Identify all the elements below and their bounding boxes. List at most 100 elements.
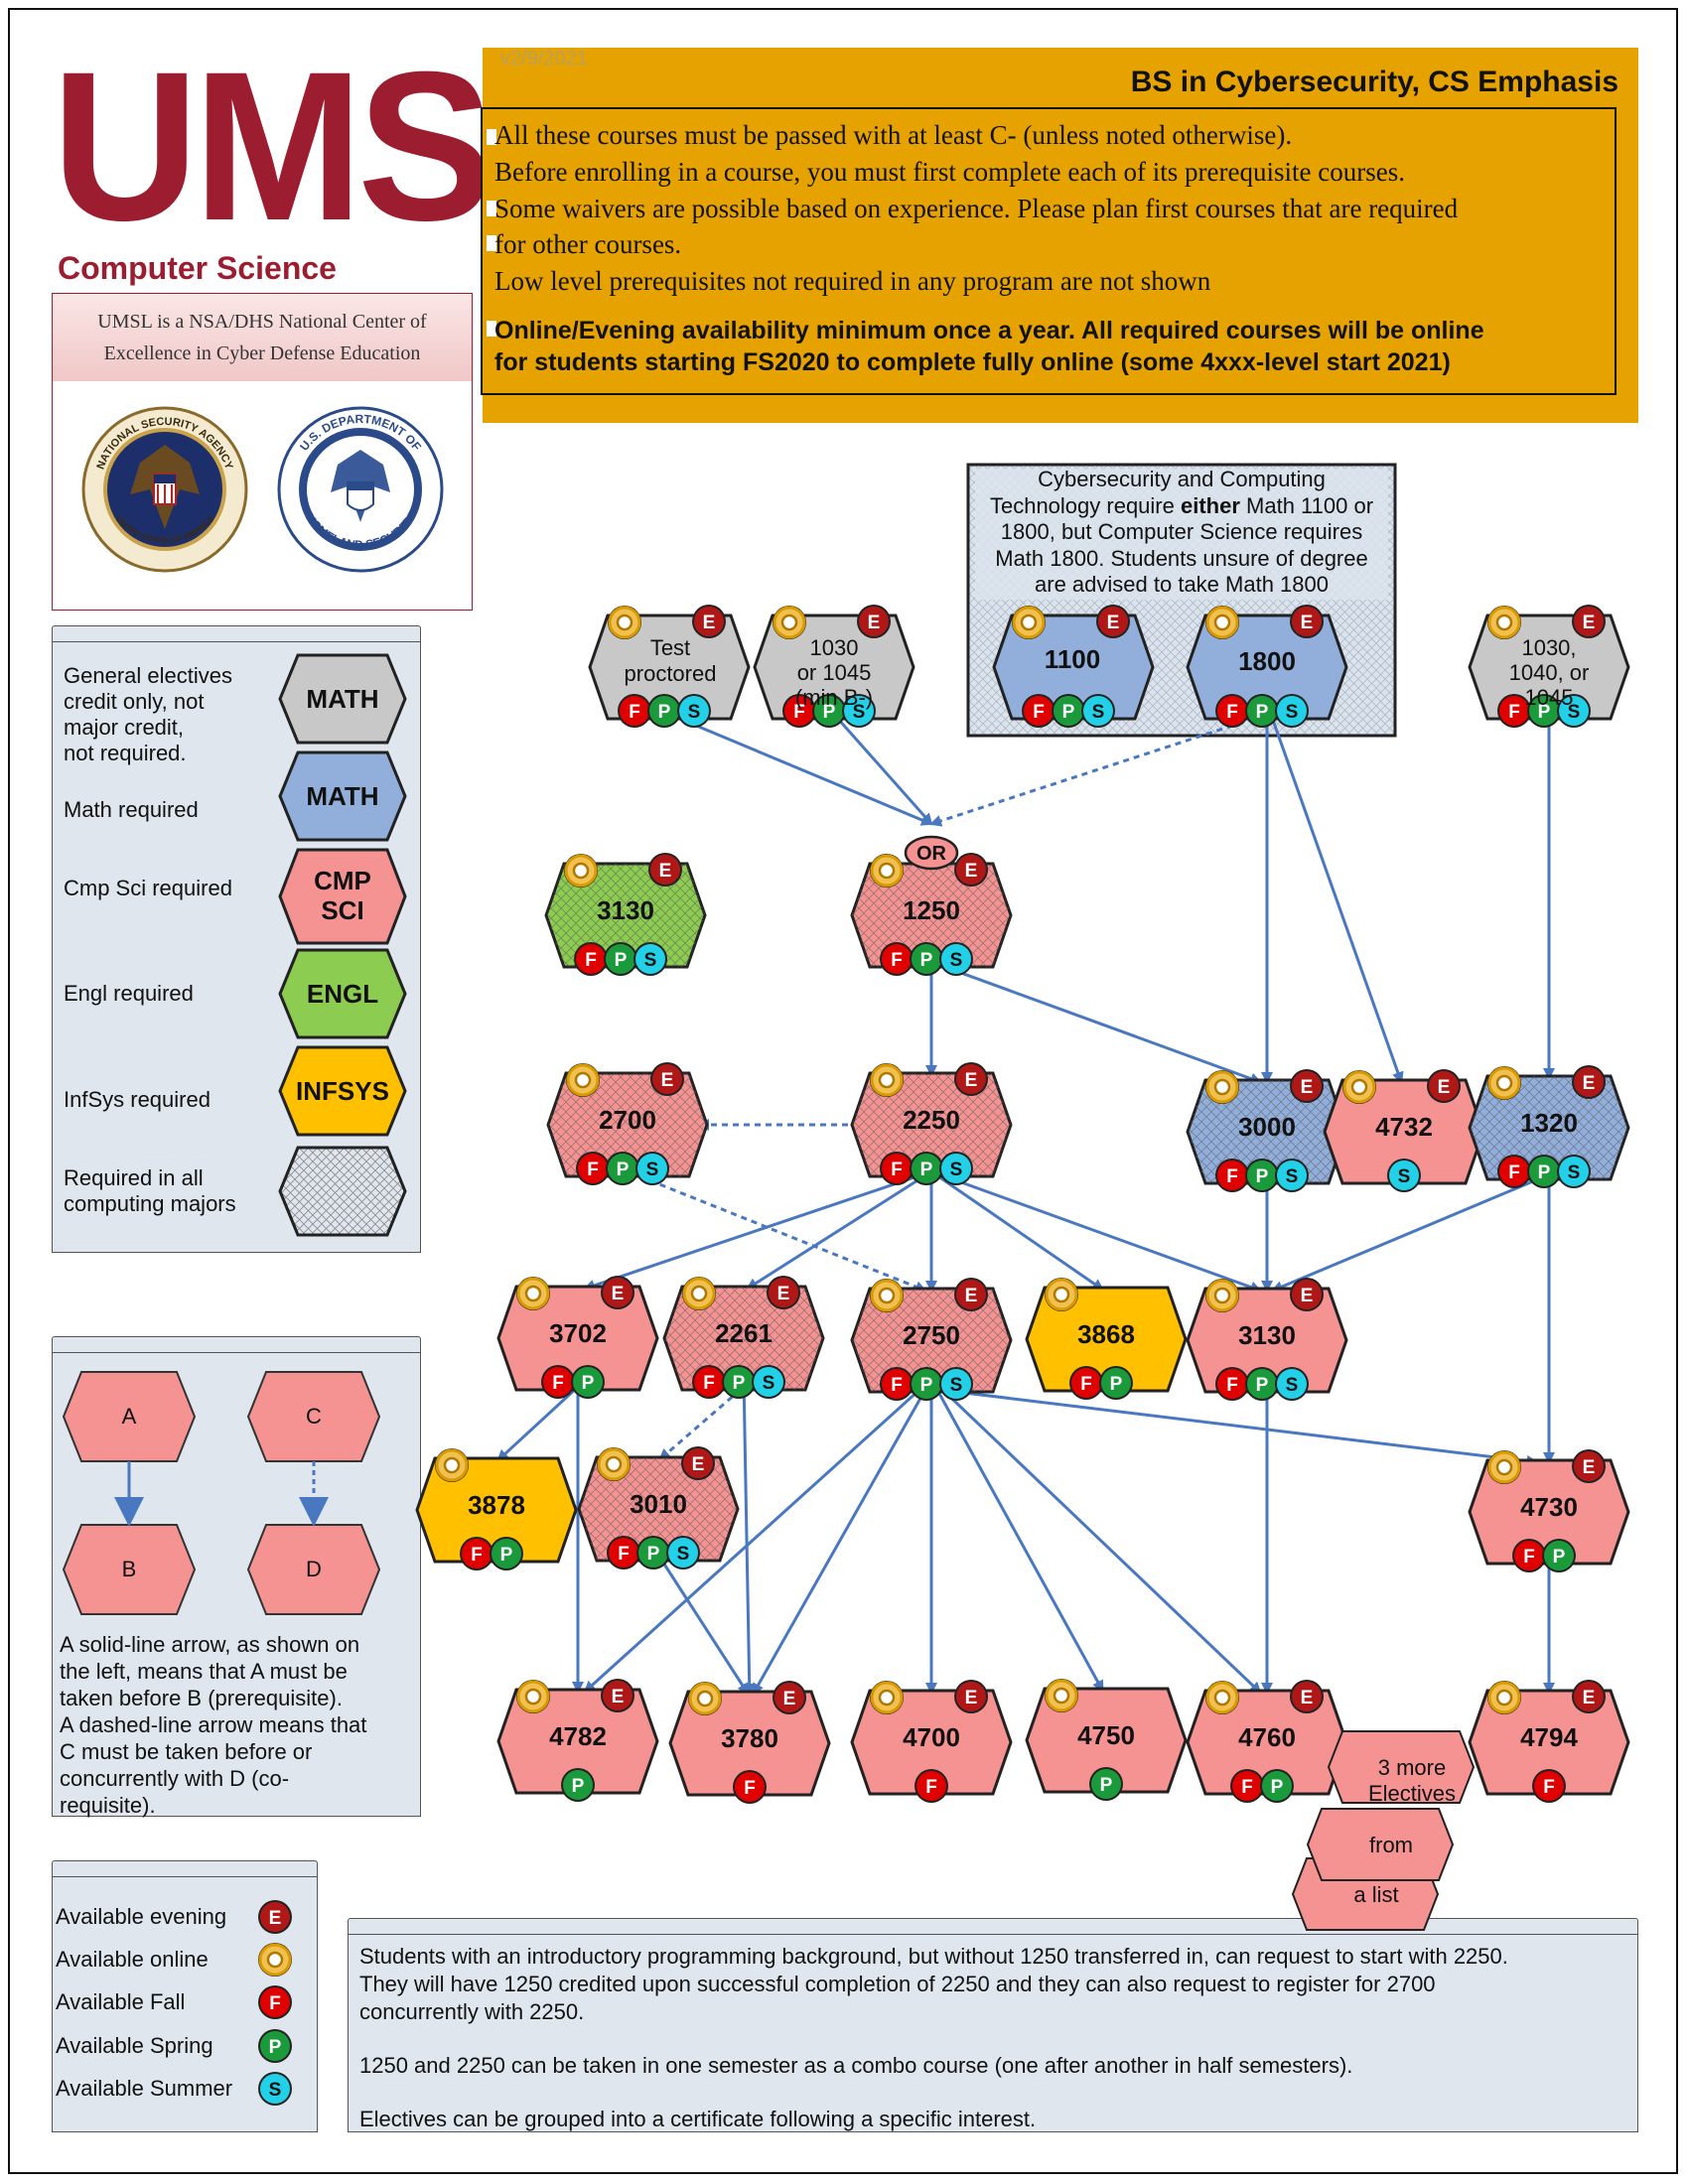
online-badge-core: [1213, 614, 1231, 631]
evening-badge: [650, 855, 680, 885]
legend-engl-label: Engl required: [64, 981, 194, 1006]
prerequisite-arrow: [583, 1174, 918, 1292]
badge-letter: E: [269, 1908, 282, 1929]
course-hex-c3780: [668, 1690, 831, 1797]
online-badge-core: [443, 1456, 461, 1474]
dhs-seal: U.S. DEPARTMENT OF HOMELAND SECURITY: [277, 406, 444, 573]
node-cs-3010-label: 3010: [630, 1489, 687, 1519]
math-note-l2: Technology require either Math 1100 or: [968, 493, 1395, 520]
fall-badge: [1499, 1157, 1529, 1186]
fall-badge: [882, 1369, 912, 1399]
course-hex-hatch: [664, 1287, 823, 1390]
avail-spring-label: Available Spring: [56, 2033, 213, 2058]
online-badge-core: [605, 1455, 623, 1473]
fall-badge: [1534, 1771, 1564, 1801]
rule-bullet: [487, 235, 496, 251]
summer-badge: [941, 1369, 971, 1399]
course-hex-c4730: [1468, 1458, 1630, 1566]
ncae-line-1: UMSL is a NSA/DHS National Center of: [97, 311, 427, 333]
fall-badge: [1232, 1771, 1262, 1801]
legend-all-label: Required in all computing majors: [64, 1165, 236, 1217]
fall-badge: [882, 944, 912, 974]
online-badge-core: [524, 1688, 542, 1706]
node-1030a-l1: 1030: [809, 635, 859, 660]
badge-letter: F: [1226, 1375, 1238, 1396]
summer-badge: [1083, 696, 1113, 726]
legend-hex-all: [278, 1146, 407, 1237]
course-hex-hatch: [852, 1073, 1011, 1176]
node-cs-4732-label: 4732: [1375, 1112, 1433, 1142]
badge-letter: F: [618, 1544, 630, 1565]
avail-summer-label: Available Summer: [56, 2076, 233, 2101]
electives-l1: 3 more: [1377, 1755, 1447, 1780]
legend-math-label: Math required: [64, 797, 199, 822]
prerequisite-arrow: [583, 1390, 918, 1694]
summer-badge: [260, 2074, 290, 2104]
legend-d-text: D: [306, 1557, 322, 1581]
course-hex-hatch: [1188, 1080, 1346, 1183]
badge-letter: S: [688, 702, 701, 723]
fall-badge: [543, 1367, 573, 1397]
legend-hex-cmp-l1: CMP: [314, 866, 371, 895]
math-note-l1: Cybersecurity and Computing: [1038, 467, 1326, 491]
fall-badge: [882, 1154, 912, 1183]
legend-hex-infsys: [278, 1045, 407, 1137]
evening-badge: [769, 1278, 798, 1307]
evening-badge: [1292, 607, 1322, 636]
badge-letter: S: [1568, 702, 1581, 723]
node-test-l1: Test: [649, 635, 691, 660]
badge-letter: P: [1538, 1162, 1551, 1183]
evening-badge: [1292, 1682, 1322, 1711]
online-badge-core: [1020, 614, 1038, 631]
badge-letter: F: [703, 1373, 715, 1394]
badge-letter: F: [891, 950, 903, 971]
course-hex-c4700: [850, 1689, 1013, 1796]
spring-badge: [1247, 1369, 1277, 1399]
arrow-legend-l1: A solid-line arrow, as shown on: [60, 1632, 360, 1657]
prerequisite-arrow: [836, 718, 933, 826]
online-badge-core: [878, 1071, 896, 1089]
evening-badge: [1292, 1280, 1322, 1309]
badge-letter: E: [965, 861, 978, 882]
course-hex-c3868: [1025, 1286, 1188, 1393]
spring-badge: [912, 1154, 941, 1183]
rule-line-4: Low level prerequisites not required in …: [494, 266, 1211, 296]
badge-letter: E: [965, 1286, 978, 1306]
course-hex-c4794: [1468, 1689, 1630, 1796]
badge-letter: P: [617, 1160, 630, 1180]
badge-letter: P: [572, 1776, 585, 1797]
spring-badge: [1529, 696, 1559, 726]
badge-letter: F: [925, 1777, 937, 1798]
version-label: v2/9/2021: [500, 48, 588, 69]
badge-letter: S: [950, 1375, 963, 1396]
evening-badge: [603, 1278, 633, 1307]
node-cs-3780-label: 3780: [721, 1723, 778, 1753]
course-hex-m1030b: [1468, 614, 1630, 721]
prerequisite-arrow: [658, 1388, 742, 1461]
badge-letter: P: [1256, 702, 1269, 723]
badge-letter: P: [1538, 702, 1551, 723]
course-hex-hatch: [1470, 1076, 1628, 1179]
node-cs-3702-label: 3702: [549, 1318, 607, 1348]
fall-badge: [916, 1771, 946, 1801]
online-badge-core: [878, 862, 896, 880]
ncae-box: UMSL is a NSA/DHS National Center of Exc…: [52, 293, 473, 611]
badge-letter: S: [644, 950, 657, 971]
math-note-l2-pre: Technology require: [989, 492, 1181, 518]
badge-letter: S: [853, 702, 866, 723]
legend-hex-cmp: [278, 848, 407, 945]
course-hexagons: OR: [415, 614, 1630, 1931]
fall-badge: [1071, 1368, 1101, 1398]
summer-badge: [754, 1367, 783, 1397]
prerequisite-edges: [496, 717, 1555, 1696]
summer-badge: [1559, 1157, 1589, 1186]
course-hex-c3130: [1186, 1287, 1348, 1394]
spring-badge: [1262, 1771, 1292, 1801]
badge-letter: E: [659, 861, 672, 882]
badge-letter: F: [269, 1993, 281, 2014]
badge-letter: E: [1301, 1286, 1314, 1306]
course-hex-c4750: [1025, 1687, 1188, 1794]
prerequisite-arrow: [944, 1174, 1263, 1294]
